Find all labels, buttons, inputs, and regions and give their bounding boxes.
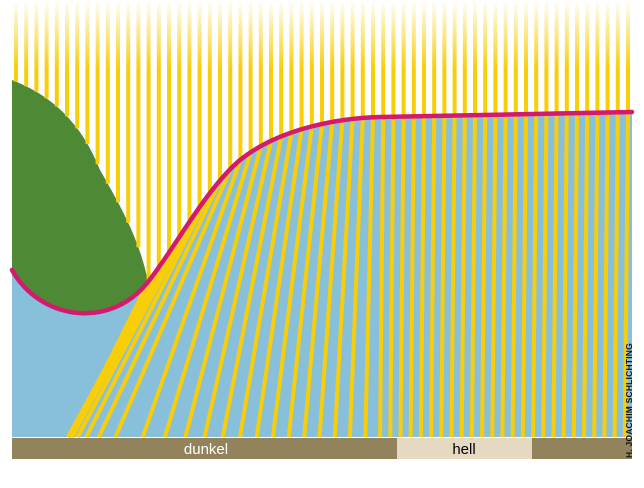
light-ray (531, 113, 539, 438)
land-hill (12, 80, 148, 314)
light-ray (254, 129, 304, 438)
light-ray (96, 179, 222, 438)
ground-dark-right (532, 438, 632, 459)
ground-bright (397, 438, 532, 459)
light-ray (500, 114, 508, 438)
light-ray (286, 123, 324, 438)
refracted-rays-water (66, 112, 630, 438)
light-ray (571, 113, 579, 438)
light-ray (490, 114, 498, 438)
light-ray (75, 206, 202, 438)
light-ray (510, 114, 518, 438)
light-ray (398, 116, 406, 438)
light-ray (70, 220, 192, 438)
light-ray (520, 114, 528, 438)
light-ray (582, 112, 590, 438)
light-ray (113, 168, 233, 438)
light-ray (541, 113, 549, 438)
label-dunkel: dunkel (184, 441, 228, 458)
light-ray (418, 116, 426, 438)
light-ray (238, 132, 294, 438)
light-ray (378, 116, 386, 438)
light-ray (612, 112, 620, 438)
light-ray (551, 113, 559, 438)
light-ray (439, 115, 447, 438)
light-ray (302, 121, 335, 438)
light-ray (347, 117, 365, 438)
light-ray (317, 120, 345, 438)
light-ray (622, 112, 630, 438)
label-hell: hell (452, 441, 475, 458)
light-ray (183, 145, 263, 438)
light-ray (449, 115, 457, 438)
water-body (12, 112, 632, 437)
light-ray (332, 118, 355, 438)
light-ray (84, 192, 212, 438)
sun-rays-air (14, 0, 630, 282)
light-ray (363, 117, 375, 438)
light-ray (602, 112, 610, 438)
light-ray (408, 116, 416, 438)
light-ray (561, 113, 569, 438)
light-ray (388, 116, 396, 438)
photo-credit: H. JOACHIM SCHLICHTING (624, 343, 634, 458)
light-ray (592, 112, 600, 438)
light-ray (140, 159, 243, 438)
light-ray (480, 114, 488, 438)
water-surface-line (9, 109, 635, 316)
light-ray (429, 115, 437, 438)
light-ray (202, 140, 273, 438)
light-ray (469, 115, 477, 438)
light-ray (270, 126, 314, 438)
light-ray (220, 136, 284, 438)
light-ray (459, 115, 467, 438)
ground-dark-left (12, 438, 397, 459)
light-ray (162, 151, 253, 438)
